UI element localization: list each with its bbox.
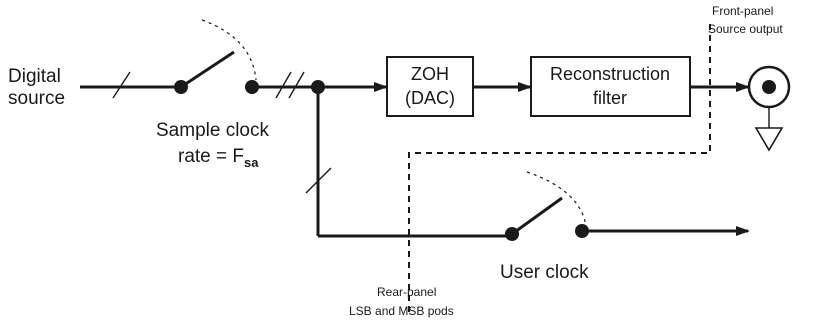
zoh-dac-box [386,56,474,117]
sample-switch-blade [180,50,235,89]
rear-panel-label-2: LSB and MSB pods [349,304,454,318]
sample-clock-label: Sample clock [156,120,269,141]
bus-slash-1 [275,71,292,99]
dac-label: (DAC) [405,88,455,108]
front-panel-label-2: Source output [708,22,783,36]
user-clock-label: User clock [500,262,589,283]
panel-boundary-dashed [408,24,711,312]
bus-slash-2 [288,71,305,99]
zoh-label: ZOH [411,64,449,84]
reconstruction-filter-box [530,56,691,117]
front-panel-label-1: Front-panel [712,4,773,18]
input-bus-slash [112,71,131,99]
rear-panel-label-1: Rear-panel [377,285,436,299]
ground-icon [754,127,784,152]
branch-bus-slash [305,167,332,194]
output-connector-center [762,80,776,94]
sample-clock-action-line [201,19,257,81]
filter-label: filter [593,88,627,108]
reconstruction-label: Reconstruction [550,64,670,84]
user-switch-blade [511,196,563,236]
sample-clock-rate-label: rate = Fsa [178,146,259,170]
digital-source-label-1: Digital [8,66,61,87]
digital-source-label-2: source [8,88,65,109]
